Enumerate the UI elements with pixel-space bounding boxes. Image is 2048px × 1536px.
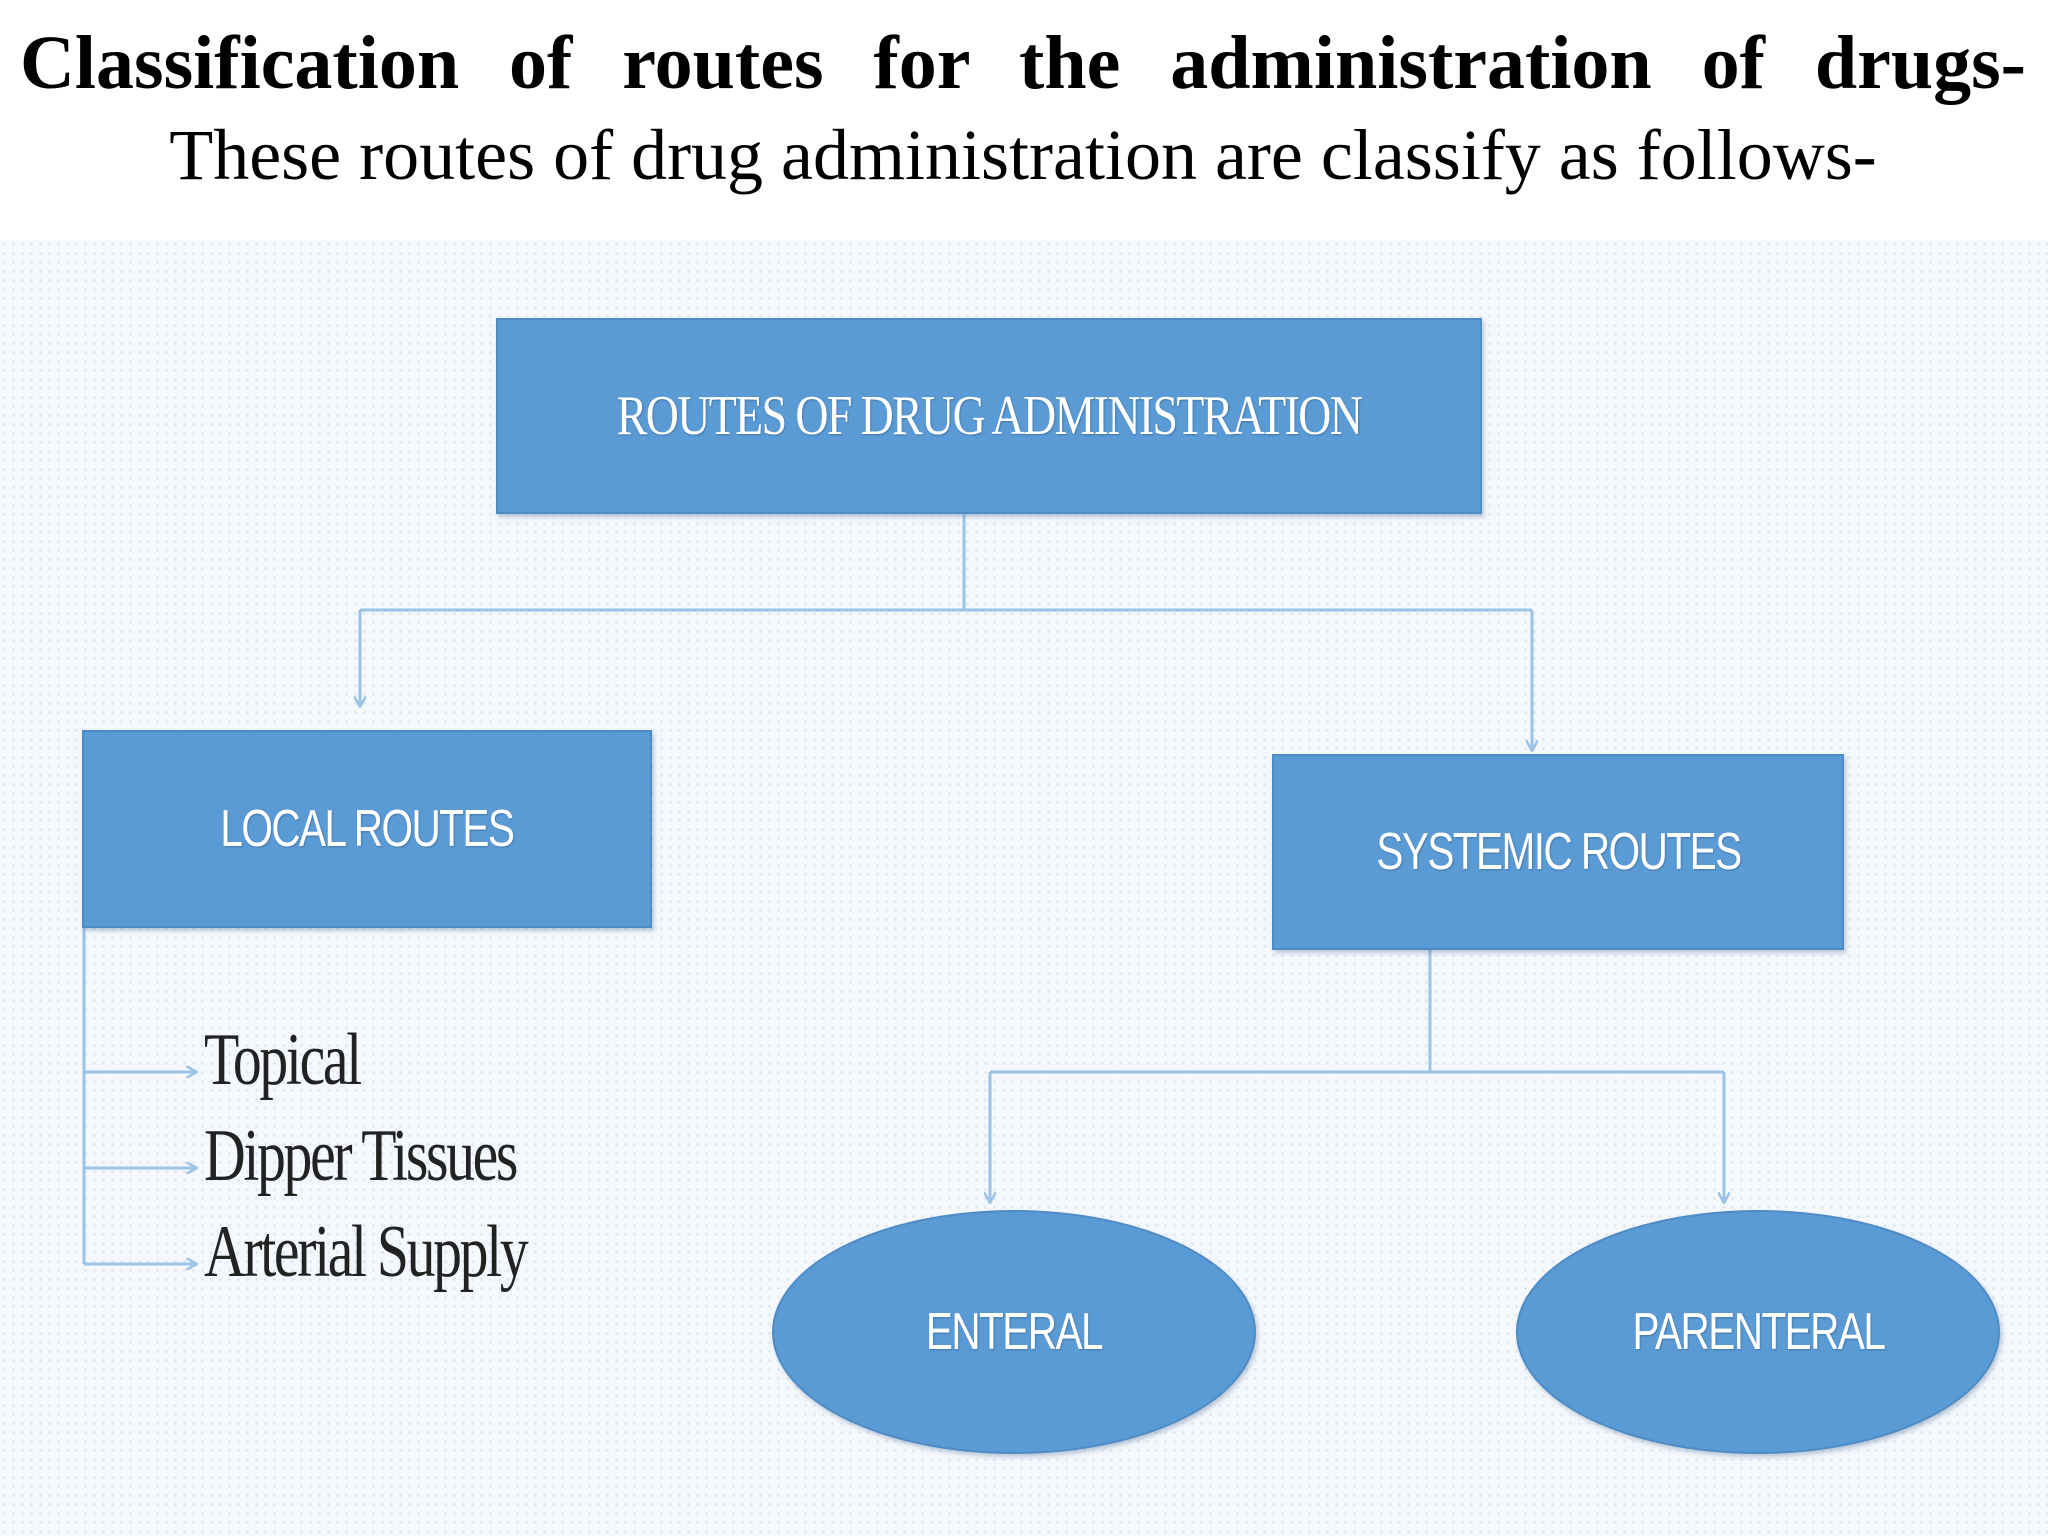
local-item-dipper-tissues: Dipper Tissues xyxy=(204,1116,604,1196)
enteral-node: ENTERAL xyxy=(772,1210,1256,1454)
systemic-routes-node: SYSTEMIC ROUTES xyxy=(1272,754,1844,950)
systemic-routes-label: SYSTEMIC ROUTES xyxy=(1375,823,1742,881)
local-item-topical: Topical xyxy=(204,1020,404,1100)
parenteral-node: PARENTERAL xyxy=(1516,1210,2000,1454)
parenteral-label: PARENTERAL xyxy=(1632,1303,1885,1361)
local-item-label: Dipper Tissues xyxy=(204,1115,518,1197)
local-item-arterial-supply: Arterial Supply xyxy=(204,1212,617,1292)
local-routes-node: LOCAL ROUTES xyxy=(82,730,652,928)
root-node: ROUTES OF DRUG ADMINISTRATION xyxy=(496,318,1482,514)
page-subtitle: These routes of drug administration are … xyxy=(169,115,1877,195)
local-item-label: Topical xyxy=(204,1019,362,1101)
local-routes-label: LOCAL ROUTES xyxy=(220,800,515,858)
routes-diagram: ROUTES OF DRUG ADMINISTRATION LOCAL ROUT… xyxy=(0,240,2048,1536)
page-title: Classification of routes for the adminis… xyxy=(20,21,2026,105)
connector-lines xyxy=(82,514,2048,1536)
root-node-label: ROUTES OF DRUG ADMINISTRATION xyxy=(616,385,1363,447)
local-item-label: Arterial Supply xyxy=(204,1211,529,1293)
enteral-label: ENTERAL xyxy=(925,1303,1104,1361)
